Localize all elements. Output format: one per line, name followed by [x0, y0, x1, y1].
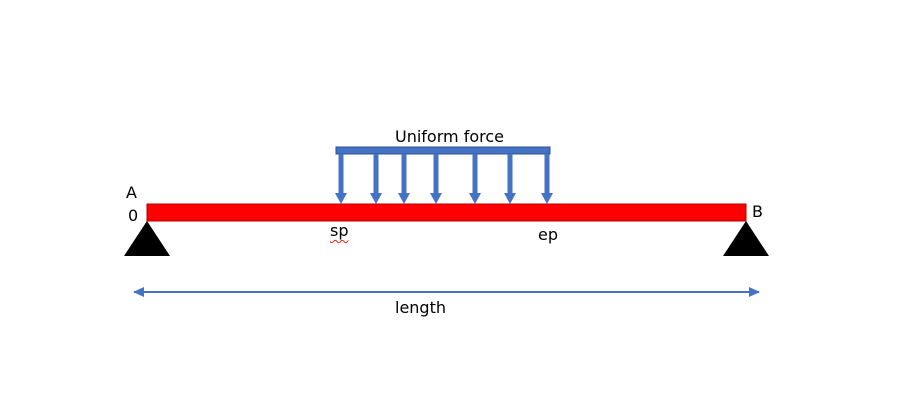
load-arrow-shaft: [401, 154, 407, 195]
load-arrow-shaft: [433, 154, 439, 195]
length-arrowhead-left: [133, 287, 144, 297]
support-a: [124, 221, 170, 256]
load-arrows: [335, 154, 553, 204]
load-arrow-head: [398, 193, 410, 204]
origin-label: 0: [128, 206, 139, 225]
load-arrow-shaft: [472, 154, 478, 195]
end-point-label: ep: [538, 225, 558, 244]
length-arrowhead-right: [749, 287, 760, 297]
length-label: length: [395, 298, 446, 317]
load-label: Uniform force: [395, 127, 504, 146]
load-arrow-shaft: [338, 154, 344, 195]
support-b: [723, 221, 769, 256]
load-arrow-shaft: [373, 154, 379, 195]
load-arrow-head: [504, 193, 516, 204]
start-point-label: sp: [330, 221, 349, 240]
load-arrow-head: [430, 193, 442, 204]
load-arrow-shaft: [507, 154, 513, 195]
load-arrow-head: [370, 193, 382, 204]
point-a-label: A: [126, 183, 137, 202]
load-bar: [335, 146, 551, 155]
point-b-label: B: [752, 202, 763, 221]
load-arrow-shaft: [544, 154, 550, 195]
beam: [146, 203, 747, 222]
load-arrow-head: [335, 193, 347, 204]
load-arrow-head: [541, 193, 553, 204]
load-arrow-head: [469, 193, 481, 204]
